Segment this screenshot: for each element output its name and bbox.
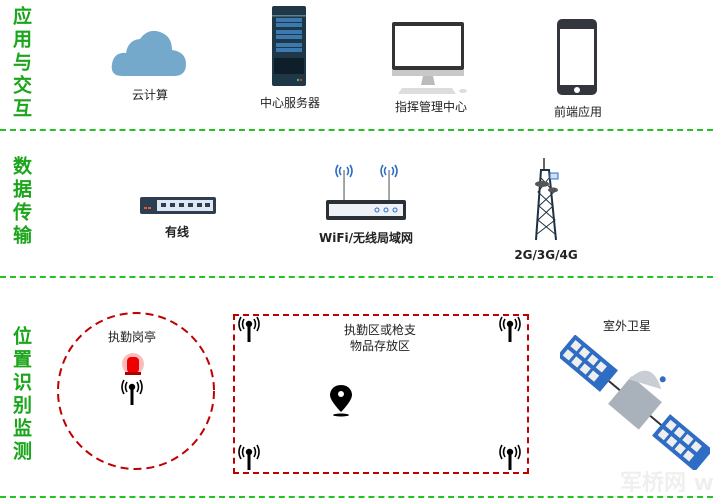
antenna-icon bbox=[238, 444, 260, 471]
phone-icon bbox=[557, 19, 597, 95]
antenna-icon bbox=[499, 444, 521, 471]
alarm-beacon-icon bbox=[122, 353, 144, 375]
storage-zone bbox=[233, 314, 529, 474]
divider bbox=[0, 276, 713, 278]
cell-tower-icon bbox=[535, 158, 559, 241]
section-label-transport: 数据传输 bbox=[10, 156, 32, 248]
antenna-icon bbox=[238, 316, 260, 343]
monitor-icon bbox=[392, 22, 467, 94]
section-label-location: 位置识别监测 bbox=[10, 326, 32, 464]
label-storage-zone-line1: 执勤区或枪支 bbox=[343, 323, 417, 337]
label-cloud: 云计算 bbox=[131, 88, 169, 102]
router-icon bbox=[326, 164, 406, 220]
switch-icon bbox=[140, 197, 216, 214]
guard-booth-zone bbox=[57, 312, 215, 470]
server-icon bbox=[272, 6, 306, 86]
label-wifi: WiFi/无线局域网 bbox=[318, 231, 414, 245]
satellite-icon bbox=[560, 335, 710, 470]
cloud-icon bbox=[111, 30, 186, 76]
label-cellular: 2G/3G/4G bbox=[514, 248, 578, 262]
antenna-icon bbox=[121, 379, 143, 406]
divider bbox=[0, 496, 713, 498]
divider bbox=[0, 129, 713, 131]
label-server: 中心服务器 bbox=[259, 96, 321, 110]
label-frontend-app: 前端应用 bbox=[553, 105, 603, 119]
label-command-center: 指挥管理中心 bbox=[394, 100, 468, 114]
watermark: 军桥网 www.81it.com bbox=[620, 471, 713, 496]
label-storage-zone-line2: 物品存放区 bbox=[349, 339, 411, 353]
label-guard-booth: 执勤岗亭 bbox=[107, 330, 157, 344]
location-pin-icon bbox=[330, 385, 352, 417]
antenna-icon bbox=[499, 316, 521, 343]
label-wired: 有线 bbox=[164, 225, 190, 239]
label-satellite: 室外卫星 bbox=[602, 319, 652, 333]
section-label-app: 应用与交互 bbox=[10, 5, 32, 121]
